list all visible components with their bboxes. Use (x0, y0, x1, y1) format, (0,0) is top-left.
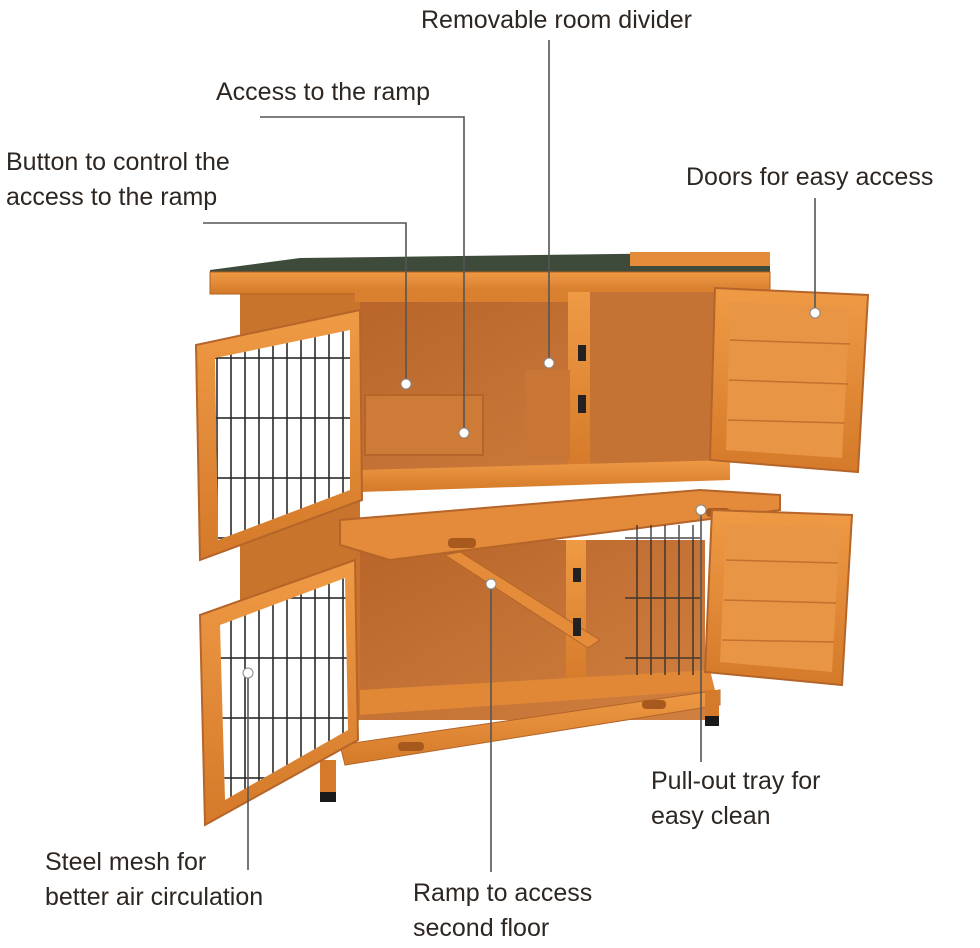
label-line: better air circulation (45, 883, 264, 911)
label-steel-mesh: Steel mesh for better air circulation (45, 845, 263, 915)
dot-removable-room-divider (543, 357, 555, 369)
label-line: Doors for easy access (686, 163, 934, 191)
door-lower-left (198, 558, 360, 827)
label-doors-easy-access: Doors for easy access (686, 160, 933, 195)
leader-button-control-ramp (203, 222, 407, 382)
hutch-body (209, 252, 781, 802)
dot-pull-out-tray (695, 504, 707, 516)
callout-lines (203, 40, 816, 872)
label-line: Removable room divider (421, 6, 692, 34)
label-pull-out-tray: Pull-out tray for easy clean (651, 764, 821, 834)
label-line: access to the ramp (6, 183, 218, 211)
label-line: Pull-out tray for (651, 767, 821, 795)
dot-button-control-ramp (400, 378, 412, 390)
label-line: second floor (413, 914, 550, 942)
label-line: Steel mesh for (45, 848, 207, 876)
dot-doors-easy-access (809, 307, 821, 319)
dot-steel-mesh (242, 667, 254, 679)
label-access-to-ramp: Access to the ramp (216, 75, 430, 110)
label-line: Button to control the (6, 148, 230, 176)
door-upper-left (194, 308, 364, 562)
callout-dots (242, 307, 821, 679)
door-lower-right (703, 508, 854, 687)
label-line: Ramp to access (413, 879, 593, 907)
dot-ramp-second-floor (485, 578, 497, 590)
label-line: easy clean (651, 802, 771, 830)
dot-access-to-ramp (458, 427, 470, 439)
label-removable-room-divider: Removable room divider (421, 3, 692, 38)
label-button-control-ramp: Button to control the access to the ramp (6, 145, 230, 215)
label-ramp-second-floor: Ramp to access second floor (413, 876, 592, 946)
door-upper-right (708, 286, 870, 474)
leader-access-to-ramp (260, 116, 465, 432)
label-line: Access to the ramp (216, 78, 430, 106)
